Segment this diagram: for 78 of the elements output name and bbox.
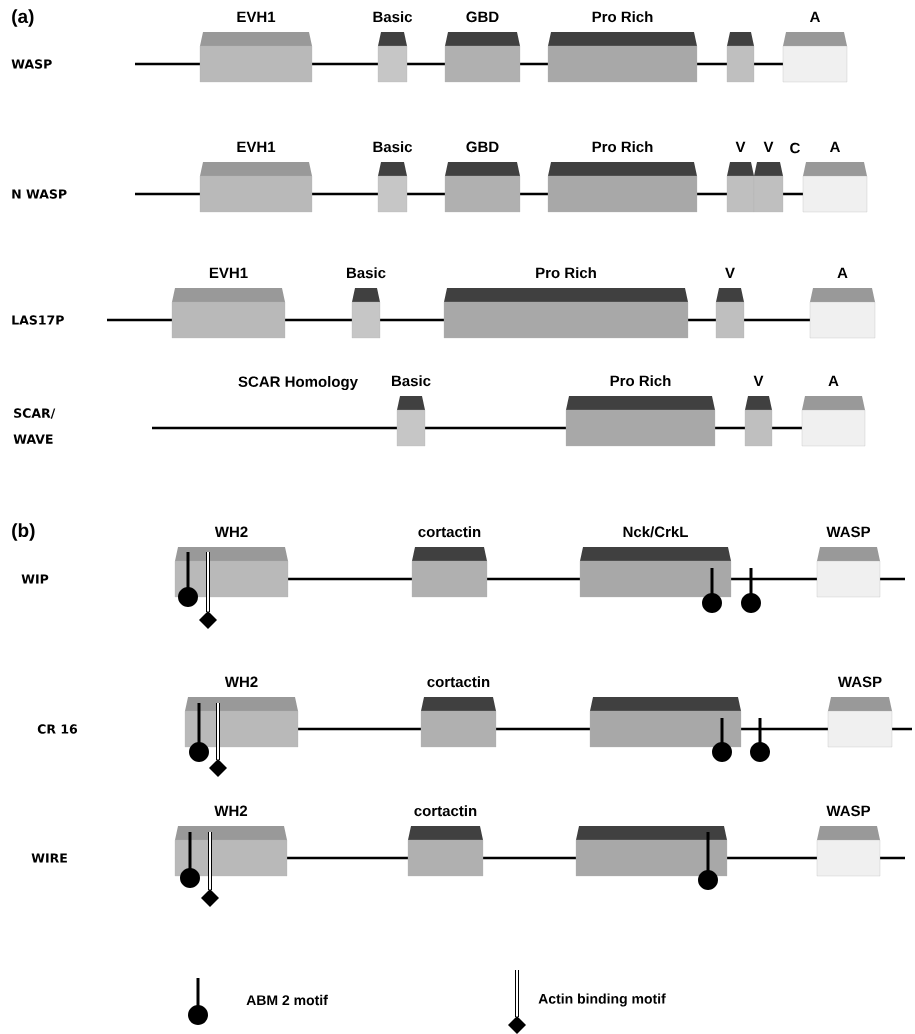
node-label: A [828, 375, 839, 387]
node-label: Basic [391, 375, 431, 387]
protein-name: N WASP [12, 189, 67, 199]
domain-box: A [802, 141, 868, 213]
domain-box: Basic [392, 375, 431, 447]
node-label: WASP [826, 526, 871, 538]
domain-box: Pro Rich [443, 267, 689, 339]
node-label: WH2 [214, 526, 248, 538]
domain-box: Pro Rich [547, 141, 698, 213]
node-label: cortactin [414, 805, 477, 817]
domain-label: SCAR Homology [238, 376, 358, 391]
legend-text: ABM 2 motif [246, 994, 328, 1006]
domain-box [589, 697, 742, 748]
protein-name: WIP [21, 574, 49, 584]
domain-box: A [782, 11, 848, 83]
protein-name: CR 16 [37, 724, 78, 734]
domain-box: V [753, 141, 784, 213]
node-label: V [735, 141, 746, 153]
domain-box: EVH1 [199, 141, 313, 213]
node-label: GBD [466, 141, 499, 153]
node-label: V [763, 141, 774, 153]
node-label: WH2 [224, 676, 258, 688]
node-label: Pro Rich [610, 375, 671, 387]
domain-box: A [809, 267, 876, 339]
protein-name: LAS17P [12, 315, 64, 325]
domain-box: V [715, 267, 745, 339]
node-label: A [829, 141, 841, 153]
node-label: EVH1 [237, 141, 276, 153]
domain-box: V [744, 375, 773, 447]
node-label: Basic [373, 141, 413, 153]
node-label: Pro Rich [592, 141, 653, 153]
domain-box: GBD [444, 141, 521, 213]
protein-name: WIRE [31, 853, 67, 863]
node-label: EVH1 [209, 267, 248, 279]
panel-label: (a) [12, 9, 34, 27]
domain-box: WH2 [184, 676, 299, 748]
domain-box: cortactin [407, 805, 484, 877]
domain-box: EVH1 [199, 11, 313, 83]
node-label: Pro Rich [592, 11, 653, 23]
node-label: GBD [466, 11, 499, 23]
node-label: V [753, 375, 764, 387]
domain-box: V [726, 141, 755, 213]
node-label: WASP [837, 676, 882, 688]
domain-box: Nck/CrkL [579, 526, 732, 598]
node-label: V [725, 267, 735, 279]
node-label: EVH1 [237, 11, 276, 23]
domain-box: EVH1 [171, 267, 286, 339]
domain-box [726, 32, 755, 83]
domain-box: Pro Rich [565, 375, 716, 447]
domain-box [575, 826, 728, 877]
domain-box: Basic [347, 267, 386, 339]
protein-name: WASP [11, 59, 52, 69]
domain-box: WASP [816, 526, 881, 598]
domain-box: A [801, 375, 866, 447]
protein-name: SCAR/ WAVE [13, 408, 56, 444]
node-label: cortactin [418, 526, 481, 538]
domain-box: cortactin [411, 526, 488, 598]
domain-box: cortactin [420, 676, 497, 748]
node-label: WH2 [214, 805, 248, 817]
node-label: Nck/CrkL [623, 526, 688, 538]
legend-text: Actin binding motif [538, 993, 666, 1007]
domain-box: Basic [373, 141, 413, 213]
node-label: Basic [346, 267, 386, 279]
node-label: Pro Rich [536, 267, 596, 279]
domain-box: GBD [444, 11, 521, 83]
domain-box: Basic [373, 11, 413, 83]
node-label: cortactin [427, 676, 490, 688]
node-label: Basic [373, 11, 413, 23]
node-label: WASP [826, 805, 871, 817]
domain-box: WH2 [174, 805, 288, 877]
domain-box: WH2 [174, 526, 289, 598]
domain-box: Pro Rich [547, 11, 698, 83]
node-label: A [837, 267, 848, 279]
domain-box: WASP [827, 676, 893, 748]
node-label: A [809, 11, 821, 23]
domain-label: C [790, 142, 800, 154]
domain-box: WASP [816, 805, 881, 877]
panel-label: (b) [12, 523, 35, 541]
